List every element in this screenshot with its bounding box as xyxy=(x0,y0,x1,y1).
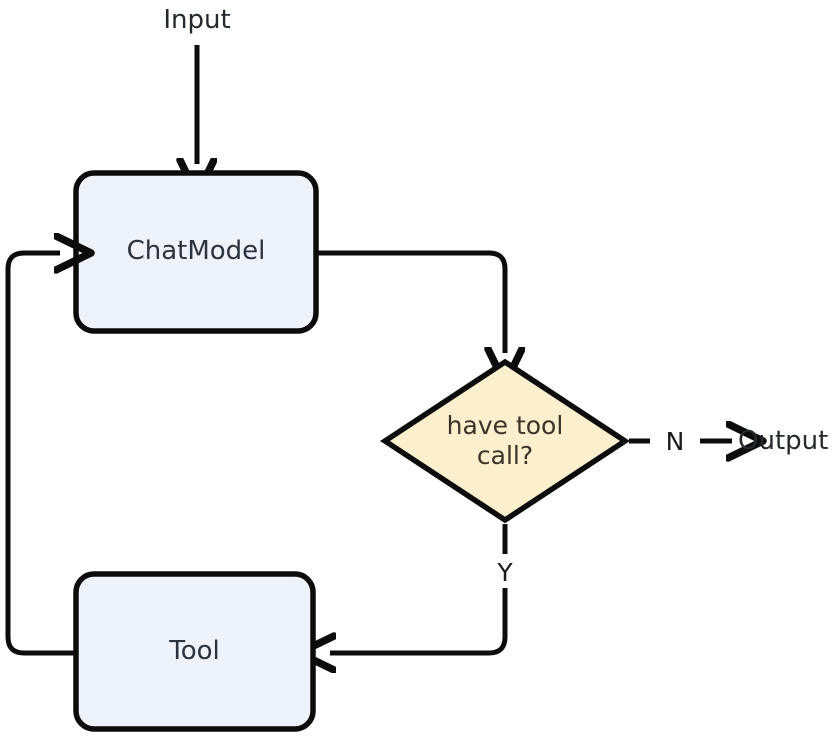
node-have-tool-call[interactable] xyxy=(379,358,631,524)
terminal-input: Input xyxy=(163,5,231,35)
node-tool[interactable] xyxy=(73,571,316,732)
edge-chatmodel-to-decision xyxy=(316,250,505,353)
edge-label-no: N xyxy=(665,426,685,456)
terminal-output: Output xyxy=(738,426,829,456)
edge-label-yes: Y xyxy=(497,557,513,587)
node-chatmodel[interactable] xyxy=(73,170,319,334)
edge-yes-to-tool xyxy=(330,588,508,653)
edge-tool-to-chatmodel xyxy=(5,253,76,656)
